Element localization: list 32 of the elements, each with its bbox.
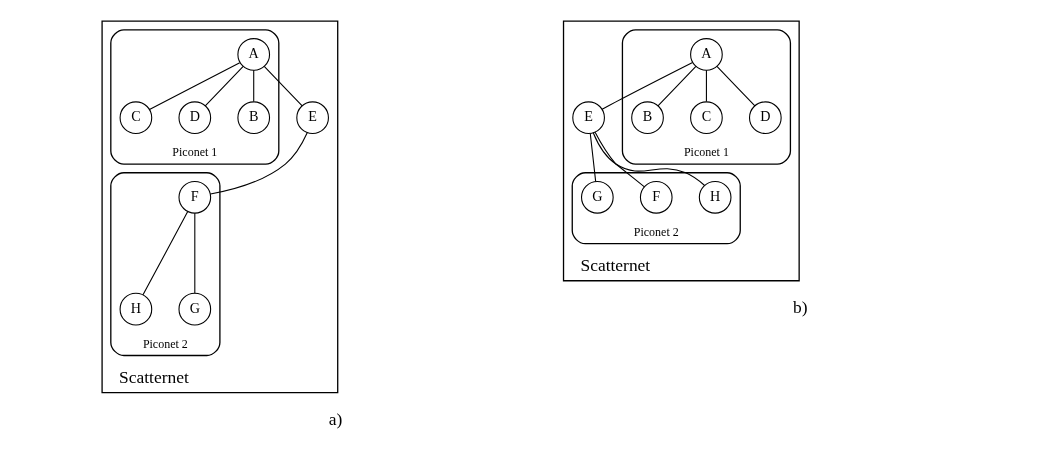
node-circle: E	[571, 101, 605, 135]
node-circle: B	[630, 101, 664, 135]
node-circle: C	[689, 101, 723, 135]
node-circle: H	[698, 180, 731, 214]
connector	[252, 69, 254, 103]
connector	[715, 65, 755, 107]
node-circle: C	[119, 101, 152, 135]
node-label: a)	[328, 409, 342, 430]
node-circle: F	[639, 180, 673, 214]
connector	[592, 132, 705, 187]
connector	[141, 211, 188, 296]
node-label: b)	[792, 297, 808, 318]
node-circle: D	[748, 101, 782, 135]
node-circle: G	[580, 180, 614, 214]
connector	[589, 133, 596, 182]
connector	[193, 212, 195, 294]
connector	[209, 132, 308, 195]
node-circle: B	[236, 101, 270, 135]
node-circle: G	[177, 292, 211, 326]
connector	[601, 61, 693, 110]
connector	[204, 65, 244, 107]
node-circle: E	[295, 101, 329, 135]
connector	[705, 69, 707, 103]
connector	[594, 131, 645, 188]
node-circle: H	[119, 292, 152, 326]
connector	[263, 65, 303, 107]
connector	[656, 65, 696, 107]
connector	[148, 62, 240, 111]
node-circle: A	[236, 38, 270, 71]
node-circle: F	[177, 180, 211, 214]
node-circle: A	[689, 38, 723, 71]
node-circle: D	[177, 101, 211, 135]
